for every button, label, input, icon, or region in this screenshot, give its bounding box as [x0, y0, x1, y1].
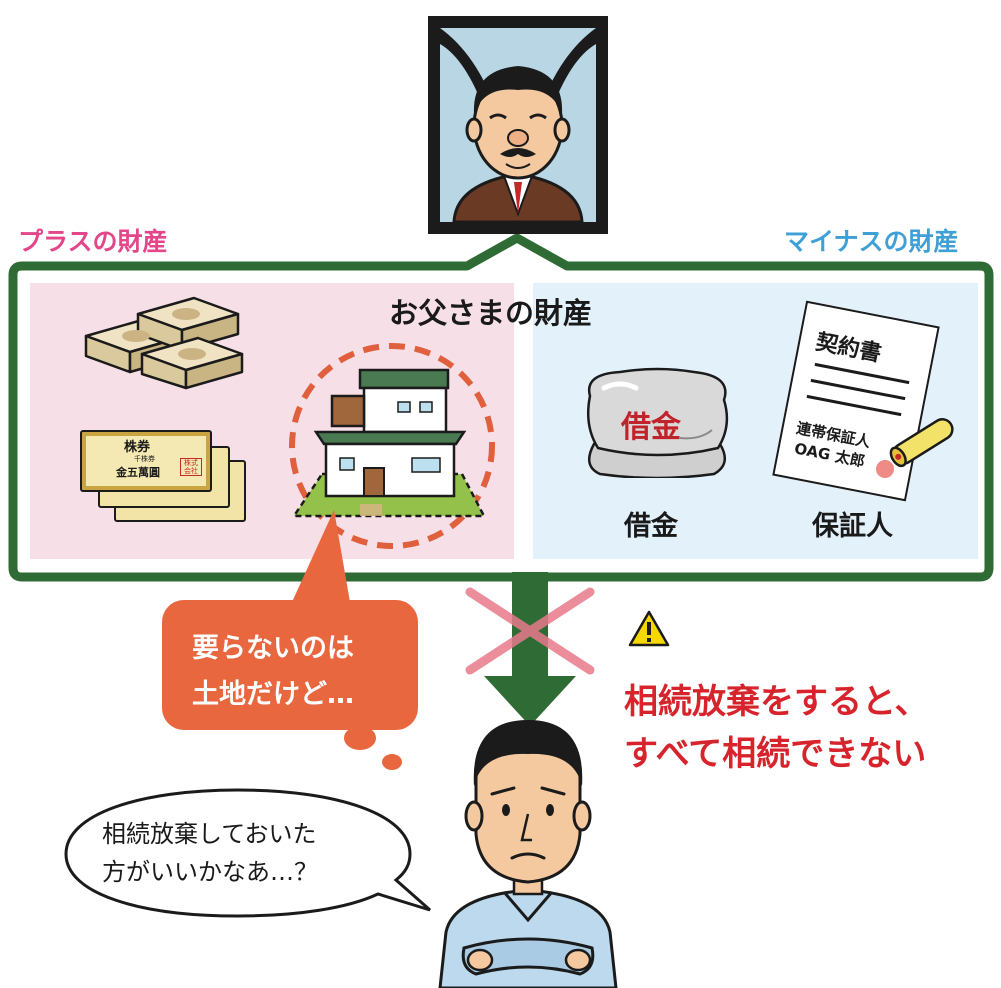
contract-document-icon: 契約書 連帯保証人 OAG 太郎 — [770, 300, 970, 512]
estate-title: お父さまの財産 — [389, 296, 593, 330]
warning-line-2: すべて相続できない — [624, 734, 927, 774]
debt-bag-icon — [580, 366, 734, 478]
seal-stamp-icon — [876, 460, 894, 478]
father-portrait — [426, 14, 610, 236]
guarantor-label: 保証人 — [812, 511, 893, 542]
house-land-icon — [286, 340, 498, 552]
stock-certificate-title: 株券 — [124, 440, 151, 455]
debt-bag-text: 借金 — [621, 410, 681, 445]
stock-certificate-sub: 千株券 — [134, 455, 155, 463]
blocked-cross-icon — [462, 586, 598, 676]
thought-bubble-line-2: 土地だけど… — [192, 679, 354, 710]
cash-bundles-icon — [82, 296, 258, 392]
stock-certificates-icon: 株券 千株券 金五萬圓 株式会社 — [80, 430, 246, 522]
stock-certificate-amount: 金五萬圓 — [116, 466, 160, 479]
thought-bubble — [160, 504, 420, 774]
plus-assets-label: プラスの財産 — [18, 227, 168, 256]
heir-son-figure — [420, 716, 640, 988]
warning-icon — [628, 610, 670, 648]
speech-bubble-line-1: 相続放棄しておいた — [102, 820, 317, 848]
thought-bubble-line-1: 要らないのは — [192, 633, 354, 664]
stock-certificate-seal: 株式会社 — [180, 458, 202, 476]
warning-line-1: 相続放棄をすると、 — [624, 682, 929, 722]
speech-bubble-line-2: 方がいいかなあ…？ — [102, 858, 318, 886]
speech-bubble — [62, 786, 442, 926]
debt-label: 借金 — [624, 511, 678, 542]
minus-assets-label: マイナスの財産 — [784, 227, 959, 256]
